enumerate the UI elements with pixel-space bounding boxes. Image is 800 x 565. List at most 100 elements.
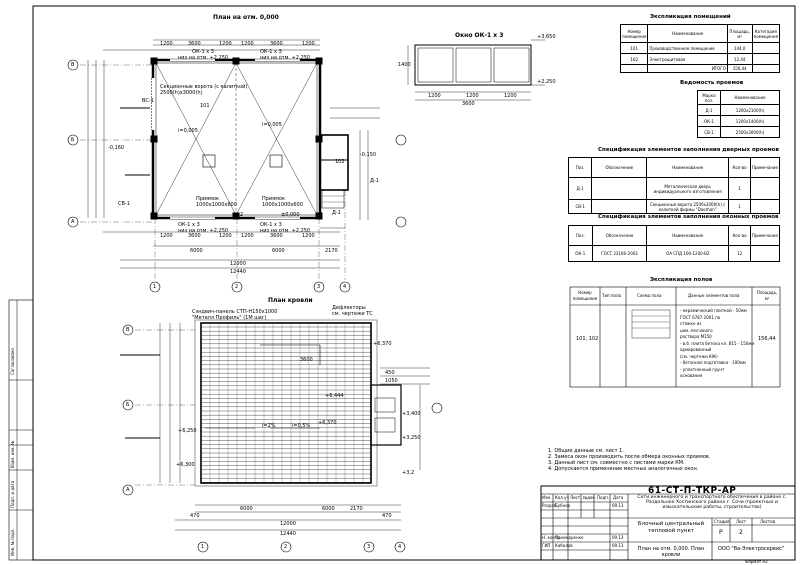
- axis-label-3: 3: [317, 284, 321, 290]
- roof-level-r3: +3,2: [402, 470, 415, 476]
- floor-data-line: - уплотненный грунт: [680, 366, 725, 372]
- openings-title: Ведомость проемов: [680, 80, 744, 86]
- rooms-h0: Номер помещения: [619, 24, 649, 43]
- dim-top-2: 3600: [188, 41, 201, 47]
- axis-markers-plan2: [122, 324, 443, 553]
- floor-data-line: цем.-песчаного: [680, 327, 713, 333]
- dim-top-5: 3600: [270, 41, 283, 47]
- note-2: 2. Замеса окон производить после обмера …: [548, 454, 711, 460]
- plan-ground-floor: [80, 39, 380, 280]
- roof-dim-10: 450: [385, 370, 395, 376]
- stamp-role-1: Разраб.: [542, 503, 558, 508]
- axis-label-v: В: [71, 62, 75, 68]
- side-label-replace: Взам. инв. №: [10, 440, 15, 468]
- format-label: Формат А2: [745, 559, 768, 564]
- level-minus: -0,160: [108, 145, 125, 151]
- stamp-h0: Изм.: [542, 495, 552, 500]
- doors-title: Спецификация элементов заполнения дверны…: [598, 147, 780, 153]
- sheet-frame: [32, 5, 796, 561]
- plan1-title: План на отм. 0,000: [213, 14, 279, 21]
- windows-title: Спецификация элементов заполнения оконны…: [598, 214, 779, 220]
- roof-axis-4: 4: [398, 544, 402, 550]
- axis-label-a: А: [71, 219, 75, 225]
- rooms-h1: Наименование: [647, 24, 728, 43]
- note-3: 3. Данный лист см. совместно с листами м…: [548, 460, 685, 466]
- room-102: 102: [335, 159, 345, 165]
- window-dim-h: 1400: [398, 62, 411, 68]
- roof-slope-a: i=2%: [262, 423, 276, 429]
- floors-room: 101, 102: [576, 336, 599, 342]
- roof-level-2: +6,444: [325, 393, 344, 399]
- axis-markers-plan1: [67, 59, 407, 293]
- roof-axis-2: 2: [284, 544, 288, 550]
- floors-h2: Схема пола: [637, 293, 662, 298]
- roof-axis-a: А: [126, 487, 130, 493]
- dim-span-2: 6000: [272, 248, 285, 254]
- dim-bottom-6: 1200: [302, 233, 315, 239]
- axis-label-1: 1: [153, 284, 157, 290]
- dim-span-1: 6000: [190, 248, 203, 254]
- stamp-role-2: Н. контр.: [542, 535, 562, 540]
- dim-span-3: 2170: [325, 248, 338, 254]
- label-gate: Секционные ворота (с калиткой)2500(h)х30…: [160, 84, 248, 96]
- sheets-label: Листов: [760, 519, 775, 524]
- label-d1: Д-1: [332, 210, 341, 216]
- floors-h0: Номер помещения: [572, 290, 598, 301]
- axis-label-b: Б: [71, 137, 75, 143]
- label-d1-b: Д-1: [370, 178, 379, 184]
- roof-axis-1: 1: [201, 544, 205, 550]
- level-zero: ±0,000: [281, 212, 300, 218]
- wall-text: пк 2: [232, 212, 244, 218]
- level-minus-2: -0,150: [360, 152, 377, 158]
- roof-level-r1: +3,400: [402, 411, 421, 417]
- slope-1: i=0,005: [178, 128, 198, 134]
- roof-level-5: +6,370: [318, 420, 337, 426]
- side-label-sign: Подп. и дата: [10, 480, 15, 508]
- floor-data-line: (см. чертежи КЖ): [680, 353, 718, 359]
- label-sv1: СВ-1: [118, 201, 130, 207]
- stamp-date-2: 09.13: [612, 535, 624, 540]
- project-title: Сети инженерного и транспортного обеспеч…: [637, 495, 787, 511]
- dim-total-2: 12440: [230, 269, 246, 275]
- dim-bottom-3: 1200: [219, 233, 232, 239]
- slope-2: i=0,005: [262, 122, 282, 128]
- stamp-h4: Подп.: [597, 495, 610, 500]
- roof-extras: [120, 319, 430, 531]
- roof-level-3: +6,300: [176, 462, 195, 468]
- floor-data-line: армированный: [680, 347, 712, 352]
- side-label-inv: Инв. № подл.: [10, 528, 15, 556]
- roof-dim-3: 12000: [280, 521, 296, 527]
- window-elevation: [407, 39, 545, 101]
- roof-level-1: +6,370: [373, 341, 392, 347]
- dim-top-6: 1200: [302, 41, 315, 47]
- roof-level-4: +6,250: [178, 428, 197, 434]
- roof-dim-8: 2170: [350, 506, 363, 512]
- floor-data-line: стяжке из: [680, 321, 702, 326]
- stamp-h3: №док.: [583, 495, 597, 500]
- roof-axis-b: Б: [126, 402, 130, 408]
- label-vs1: ВС-1: [142, 98, 154, 104]
- axis-label-4: 4: [343, 284, 347, 290]
- stamp-name-1: Бубнов: [555, 503, 570, 508]
- org-name: ООО "Ва-Электросервис": [718, 546, 785, 552]
- floor-data-line: - бетонная подготовка - 100мм: [680, 360, 746, 365]
- floors-h4: Площадь, м²: [756, 290, 778, 301]
- dim-bottom-2: 3600: [188, 233, 201, 239]
- rooms-h2: Площадь, м²: [726, 24, 753, 43]
- roof-dim-6: 470: [190, 513, 200, 519]
- sheet-title: План на отм. 0,000. План кровли: [637, 546, 705, 558]
- roof-dim-4: 12440: [280, 531, 296, 537]
- stamp-h2: Лист: [570, 495, 581, 500]
- dim-bottom-1: 1200: [160, 233, 173, 239]
- note-4: 4. Допускается применение местных аналог…: [548, 466, 699, 472]
